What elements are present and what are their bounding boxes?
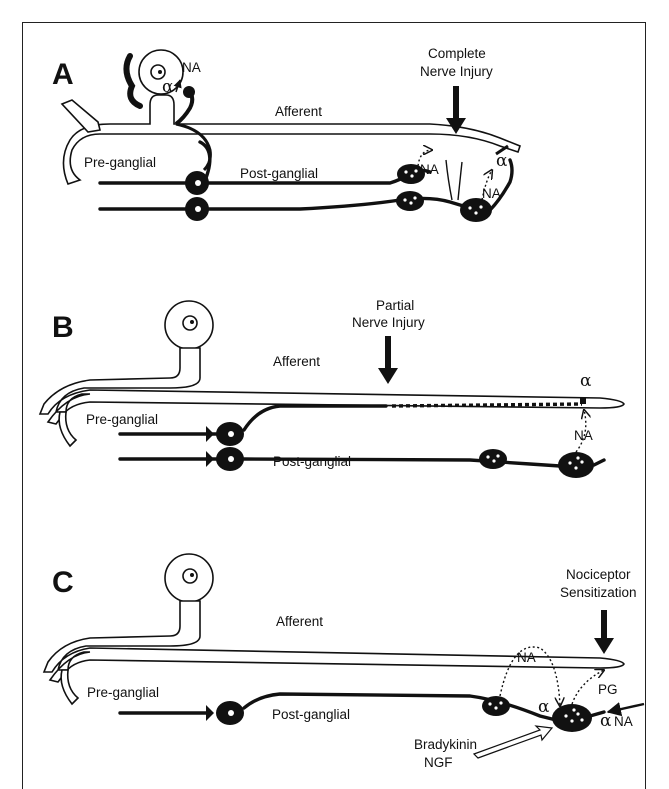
panel-a-varicosity-2 [396,191,424,211]
panel-c-alpha-right: α [600,711,612,731]
panel-b-varicosity-2 [558,452,594,478]
panel-c-injury-line2: Sensitization [560,585,637,600]
panel-b-alpha: α [580,371,592,391]
panel-c-alpha-mid: α [538,697,550,717]
panel-a-alpha-top: α [162,77,174,97]
panel-c-varicosity-2 [552,704,592,732]
panel-b-injury-arrow [378,368,398,384]
panel-a-injury-line2: Nerve Injury [420,64,493,79]
panel-c-na-arrow [608,704,644,712]
panel-b-preganglial-label: Pre-ganglial [86,412,158,427]
panel-a-na-2: NA [482,186,501,201]
panel-c-varicosity-1 [482,696,510,716]
panel-c-pg: PG [598,682,618,697]
panel-c-factor-arrow [474,726,552,758]
panel-a-postganglial-label: Post-ganglial [240,166,318,181]
panel-b-afferent-label: Afferent [273,354,320,369]
panel-a-varicosity-3 [460,198,492,222]
panel-c-sensitization-arrow [594,638,614,654]
panel-c-afferent-fork [61,670,78,704]
panel-b-varicosity-1 [479,449,507,469]
panel-a-basket-left [126,56,140,106]
panel-c-preganglial-label: Pre-ganglial [87,685,159,700]
panel-b-letter: B [52,311,74,344]
panel-a-afferent-fork [62,100,100,132]
panel-c-factor1: Bradykinin [414,737,477,752]
panel-a-letter: A [52,58,74,91]
panel-c-factor2: NGF [424,755,453,770]
panel-a-preganglial-label: Pre-ganglial [84,155,156,170]
panel-b-postganglial-label: Post-ganglial [273,454,351,469]
panel-c: C Afferent Nociceptor Sensitization Pre-… [44,554,644,770]
panel-c-afferent-fiber [44,601,624,682]
panel-a-alpha-right: α [496,151,508,171]
panel-a-afferent-label: Afferent [275,104,322,119]
panel-b: B Afferent Partial Nerve Injury α Pre-ga… [40,298,624,478]
panel-b-na: NA [574,428,593,443]
panel-a: A NA α Afferent Pre-ganglial Post-gangli… [52,46,520,222]
panel-c-afferent-label: Afferent [276,614,323,629]
panel-b-post-fiber-1 [244,406,386,430]
panel-b-afferent-fork [59,412,76,446]
panel-a-na-1: NA [420,162,439,177]
panel-a-injury-line1: Complete [428,46,486,61]
panel-c-injury-line1: Nociceptor [566,567,631,582]
panel-c-letter: C [52,566,74,599]
panel-b-injury-line2: Nerve Injury [352,315,425,330]
panel-c-postganglial-label: Post-ganglial [272,707,350,722]
panel-b-injury-line1: Partial [376,298,414,313]
panel-c-na-right: NA [614,714,633,729]
panel-a-na-top: NA [182,60,201,75]
panel-a-post-fiber-2 [208,198,470,209]
panel-c-na-loop: NA [517,650,536,665]
